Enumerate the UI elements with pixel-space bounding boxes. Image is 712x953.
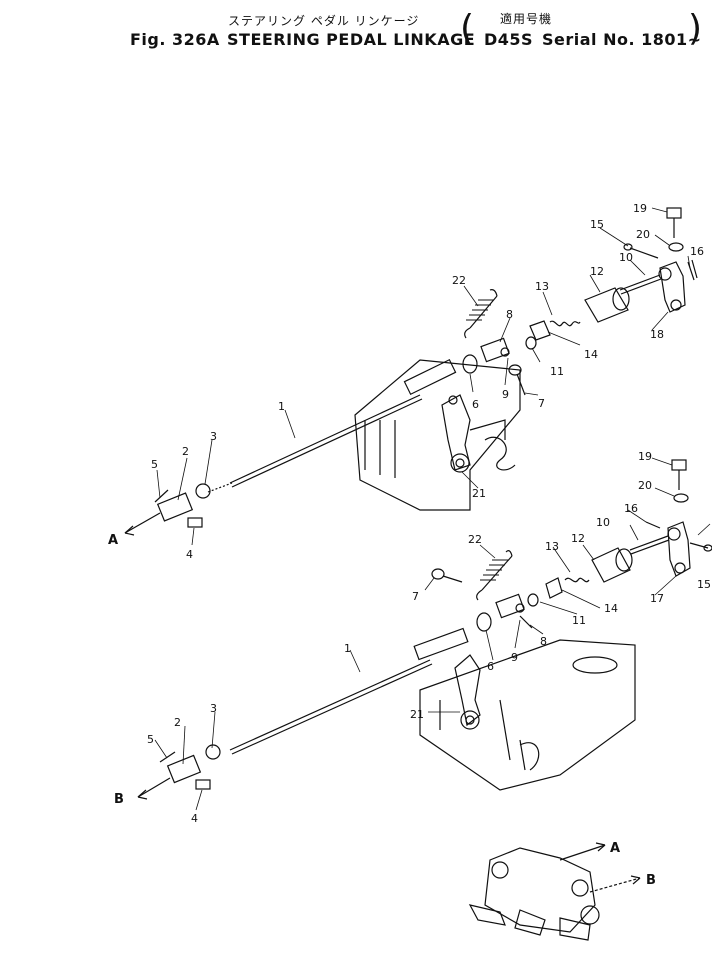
bolt-7-bottom	[431, 568, 463, 583]
bushing-bottom	[476, 612, 492, 632]
inset-callouts: A B	[610, 841, 656, 888]
callout-11b: 11	[572, 614, 586, 627]
callout-8b: 8	[540, 635, 547, 648]
rod-top	[207, 358, 457, 493]
callout-21: 21	[472, 487, 486, 500]
callout-12b: 12	[571, 532, 585, 545]
model-name: D45S	[484, 30, 534, 49]
rod-bottom	[229, 627, 469, 755]
bolt-7-top	[508, 364, 526, 396]
sleeve-bottom	[591, 547, 633, 583]
callout-8: 8	[506, 308, 513, 321]
housing-bottom	[419, 639, 636, 791]
callout-3: 3	[210, 430, 217, 443]
callout-5b: 5	[147, 733, 154, 746]
callout-15: 15	[590, 218, 604, 231]
callout-16: 16	[690, 245, 704, 258]
yoke-bottom	[667, 521, 691, 577]
callout-19: 19	[633, 202, 647, 215]
callout-2: 2	[182, 445, 189, 458]
inset-label-b: B	[646, 873, 656, 888]
callout-12: 12	[590, 265, 604, 278]
callout-5: 5	[151, 458, 158, 471]
inset-assembly	[468, 842, 641, 941]
callout-2b: 2	[174, 716, 181, 729]
label-b: B	[114, 792, 124, 807]
sleeve-top	[584, 287, 630, 323]
inset-label-a: A	[610, 841, 620, 856]
callouts-bottom: 19 20 16 10 12 13 15 22 17 7 11 14 6 9 8…	[114, 450, 711, 825]
clevis-bottom	[137, 744, 221, 800]
block-bottom	[495, 593, 539, 629]
callout-13b: 13	[545, 540, 559, 553]
callout-6b: 6	[487, 660, 494, 673]
plate-bottom	[545, 577, 563, 599]
callout-1b: 1	[344, 642, 351, 655]
callout-13: 13	[535, 280, 549, 293]
jp-title: ステアリング ペダル リンケージ	[228, 14, 420, 28]
close-paren: )	[688, 8, 703, 49]
figure-number: Fig. 326A	[130, 30, 220, 49]
rod-10-bottom	[629, 535, 670, 555]
callout-19b: 19	[638, 450, 652, 463]
callout-15b: 15	[697, 578, 711, 591]
housing-top	[354, 359, 521, 511]
callout-18: 18	[650, 328, 664, 341]
spring-13-top	[549, 320, 581, 327]
clevis-top	[124, 483, 211, 536]
callout-20b: 20	[638, 479, 652, 492]
lever-bottom	[454, 654, 481, 730]
label-a: A	[108, 533, 118, 548]
callout-6: 6	[472, 398, 479, 411]
callout-9: 9	[502, 388, 509, 401]
bushing-top	[462, 354, 478, 374]
plate-top	[529, 320, 551, 341]
spring-13-bottom	[564, 577, 590, 583]
callout-22: 22	[452, 274, 466, 287]
callout-1: 1	[278, 400, 285, 413]
rod-10-top	[619, 274, 662, 295]
callout-3b: 3	[210, 702, 217, 715]
callout-20: 20	[636, 228, 650, 241]
callout-16b: 16	[624, 502, 638, 515]
callout-11: 11	[550, 365, 564, 378]
yoke-top	[658, 259, 698, 313]
callout-9b: 9	[511, 651, 518, 664]
callout-10b: 10	[596, 516, 610, 529]
callout-14b: 14	[604, 602, 618, 615]
header: ステアリング ペダル リンケージ 適用号機 Fig. 326A STEERING…	[0, 0, 712, 60]
callout-7: 7	[538, 397, 545, 410]
callout-17b: 17	[650, 592, 664, 605]
callout-22b: 22	[468, 533, 482, 546]
callouts-top: 19 20 15 16 10 12 13 22 8 14 18 11 6 9 7…	[108, 202, 704, 561]
open-paren: (	[460, 8, 475, 49]
serial-number: Serial No. 1801~	[542, 30, 702, 49]
spring-bottom	[476, 550, 513, 601]
block-top	[480, 336, 537, 363]
callout-14: 14	[584, 348, 598, 361]
callout-10: 10	[619, 251, 633, 264]
callout-4b: 4	[191, 812, 198, 825]
callout-7b: 7	[412, 590, 419, 603]
figure-title: STEERING PEDAL LINKAGE	[227, 30, 476, 49]
bolts-top	[623, 207, 684, 259]
callout-21b: 21	[410, 708, 424, 721]
jp-usage: 適用号機	[500, 12, 553, 26]
callout-4: 4	[186, 548, 193, 561]
lever-top	[441, 394, 471, 473]
spring-top	[464, 289, 498, 339]
